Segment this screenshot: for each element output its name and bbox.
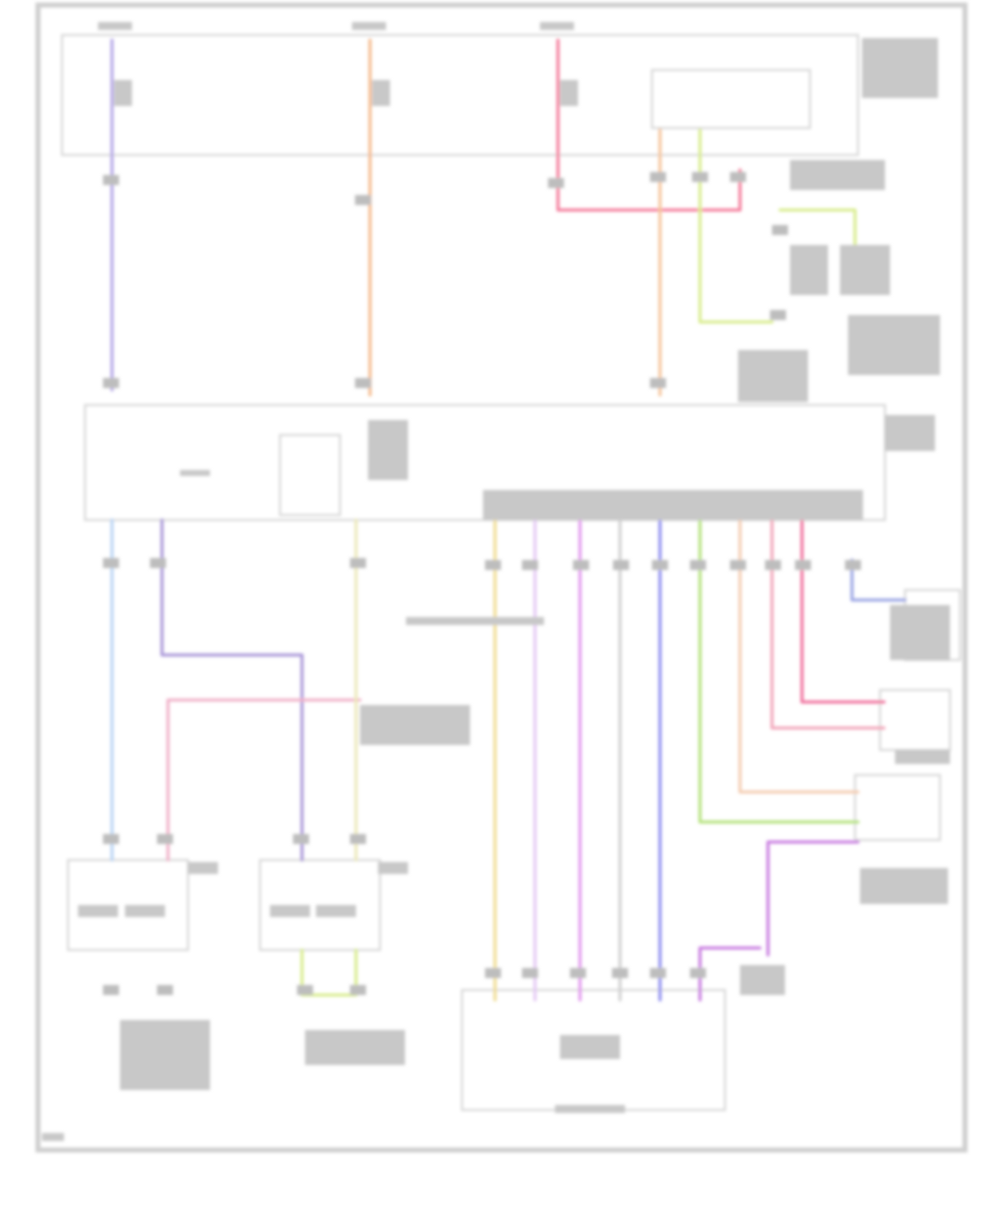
connector-pin (103, 175, 119, 185)
inner-relay-box (279, 434, 341, 516)
wire-purple-mid (160, 518, 304, 862)
right-connector-box-2 (854, 774, 941, 841)
relay-box (651, 69, 811, 129)
connector-pin (692, 172, 708, 182)
connector-pin (650, 968, 666, 978)
right-connector-box-1 (879, 689, 951, 751)
connector-pin (548, 178, 564, 188)
wire-peach (738, 518, 860, 794)
connector-pin (573, 560, 589, 570)
wire-yellow-green (698, 128, 857, 324)
left-switch-box (67, 859, 189, 951)
wire-pink-red (556, 38, 742, 212)
wire-red-pink (800, 518, 886, 704)
wire-rose (770, 518, 886, 730)
connector-pin (150, 558, 166, 568)
connector-pin (522, 560, 538, 570)
connector-pin (845, 560, 861, 570)
connector-pin (157, 985, 173, 995)
connector-pin (350, 985, 366, 995)
connector-pin (730, 172, 746, 182)
connector-pin (522, 968, 538, 978)
connector-pin (612, 968, 628, 978)
connector-pin (650, 172, 666, 182)
connector-pin (795, 560, 811, 570)
connector-pin (103, 834, 119, 844)
wire-steel-blue (850, 558, 907, 602)
connector-pin (355, 378, 371, 388)
connector-pin (103, 378, 119, 388)
connector-pin (650, 378, 666, 388)
label-placeholders (42, 22, 950, 1141)
fuse-block-box (61, 34, 859, 156)
diagram-frame (35, 2, 968, 1153)
wire-violet (698, 840, 860, 1002)
connector-pin (350, 558, 366, 568)
connector-pin (765, 560, 781, 570)
connector-pin (485, 968, 501, 978)
connector-nodes (103, 172, 861, 995)
wire-yellow-green-bottom (300, 948, 358, 997)
connector-pin (613, 560, 629, 570)
connector-pin (157, 834, 173, 844)
connector-pin (690, 968, 706, 978)
wire-green (698, 518, 860, 824)
connector-pin (297, 985, 313, 995)
connector-pin (772, 225, 788, 235)
connector-pin (293, 834, 309, 844)
connector-pin (355, 195, 371, 205)
connector-pin (570, 968, 586, 978)
connector-pin (103, 558, 119, 568)
connector-pin (103, 985, 119, 995)
wire-pink-light (166, 698, 362, 862)
connector-pin (350, 834, 366, 844)
connector-pin (730, 560, 746, 570)
connector-pin (770, 310, 786, 320)
connector-pin (690, 560, 706, 570)
connector-pin (485, 560, 501, 570)
connector-pin (652, 560, 668, 570)
mid-switch-box (259, 859, 381, 951)
